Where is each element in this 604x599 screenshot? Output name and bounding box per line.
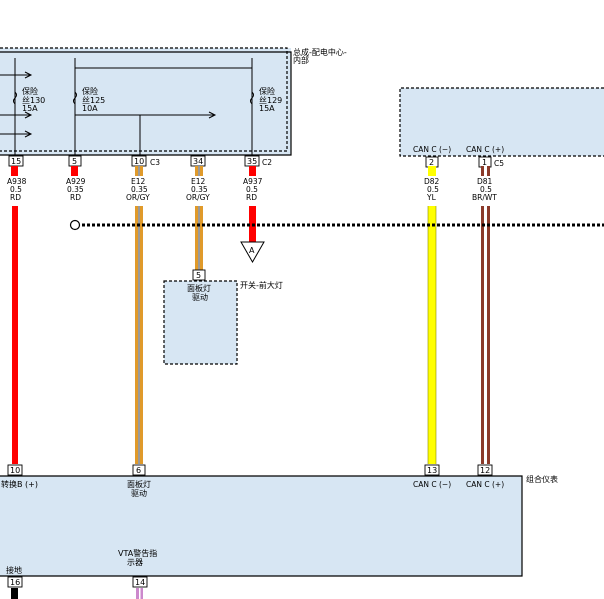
fuse-129: 保险 丝129 15A xyxy=(259,86,282,113)
svg-text:A937: A937 xyxy=(243,177,263,186)
cluster-label-can-plus: CAN C (+) xyxy=(466,480,504,489)
fuse-box-pins: 15 5 10 C3 34 35 C2 xyxy=(8,155,272,167)
switch-pin xyxy=(192,269,206,281)
svg-text:10: 10 xyxy=(134,157,144,166)
svg-text:E12: E12 xyxy=(131,177,146,186)
wire-label-d81: D81 0.5 BR/WT xyxy=(472,177,497,202)
svg-text:5: 5 xyxy=(72,157,77,166)
fuse-box xyxy=(0,48,291,155)
cluster-label-panel-light: 面板灯 xyxy=(127,479,151,489)
svg-text:2: 2 xyxy=(429,158,434,167)
svg-text:0.5: 0.5 xyxy=(10,185,22,194)
svg-text:0.35: 0.35 xyxy=(67,185,84,194)
switch-box xyxy=(164,281,237,364)
svg-text:0.35: 0.35 xyxy=(191,185,208,194)
svg-text:5: 5 xyxy=(196,271,201,280)
svg-text:0.35: 0.35 xyxy=(131,185,148,194)
svg-text:15: 15 xyxy=(11,157,21,166)
cluster-label-vta: VTA警告指 xyxy=(118,548,157,558)
svg-text:驱动: 驱动 xyxy=(131,488,147,498)
cluster-top-pins: 10 6 13 12 xyxy=(7,464,493,476)
svg-text:10A: 10A xyxy=(82,104,98,113)
svg-text:保险: 保险 xyxy=(259,86,275,96)
svg-text:保险: 保险 xyxy=(82,86,98,96)
svg-text:12: 12 xyxy=(480,466,490,475)
cluster-name: 组合仪表 xyxy=(526,474,558,484)
fuse-box-name-2: 内部 xyxy=(293,55,309,65)
ref-a-triangle: A xyxy=(240,241,265,264)
svg-text:14: 14 xyxy=(135,578,145,587)
svg-text:C2: C2 xyxy=(262,158,272,167)
can-module-pins: 2 1 C5 xyxy=(425,156,504,168)
svg-text:34: 34 xyxy=(193,157,203,166)
svg-text:保险: 保险 xyxy=(22,86,38,96)
wire-e12-switch xyxy=(195,166,203,270)
svg-text:C5: C5 xyxy=(494,159,504,168)
svg-text:驱动: 驱动 xyxy=(192,292,208,302)
can-module-label-minus: CAN C (−) xyxy=(413,145,451,154)
svg-text:D82: D82 xyxy=(424,177,440,186)
fuse-130: 保险 丝130 15A xyxy=(22,86,45,113)
switch-inner-label: 面板灯 xyxy=(187,283,211,293)
wire-label-d82: D82 0.5 YL xyxy=(424,177,440,202)
wire-e12-cluster xyxy=(135,166,143,464)
svg-text:OR/GY: OR/GY xyxy=(186,193,210,202)
cluster-label-ground: 接地 xyxy=(6,565,22,575)
can-module-label-plus: CAN C (+) xyxy=(466,145,504,154)
svg-text:YL: YL xyxy=(426,193,437,202)
svg-text:35: 35 xyxy=(247,157,257,166)
fuse-box-name: 总成-配电中心- xyxy=(293,47,347,57)
fuse-125: 保险 丝125 10A xyxy=(82,86,105,113)
wire-label-a929: A929 0.35 RD xyxy=(66,177,86,202)
wire-d82 xyxy=(427,166,437,464)
cluster-bottom-pins: 16 14 xyxy=(7,576,148,588)
svg-text:OR/GY: OR/GY xyxy=(126,193,150,202)
svg-text:A938: A938 xyxy=(7,177,27,186)
svg-text:13: 13 xyxy=(427,466,437,475)
svg-text:15A: 15A xyxy=(22,104,38,113)
cluster-box xyxy=(0,476,522,576)
wire-d81 xyxy=(481,166,490,464)
wire-label-e12-a: E12 0.35 OR/GY xyxy=(126,177,150,202)
svg-text:1: 1 xyxy=(482,158,487,167)
cluster-label-b-plus: 转换B (+) xyxy=(1,479,38,489)
svg-text:BR/WT: BR/WT xyxy=(472,193,497,202)
wire-label-a938: A938 0.5 RD xyxy=(7,177,27,202)
can-module xyxy=(400,88,604,156)
svg-text:RD: RD xyxy=(70,193,81,202)
wire-a937 xyxy=(249,166,256,176)
svg-text:D81: D81 xyxy=(477,177,493,186)
svg-text:示器: 示器 xyxy=(127,558,143,567)
splice-open-circle xyxy=(69,219,81,231)
wire-ground-black xyxy=(11,588,18,599)
wire-a929 xyxy=(71,166,78,176)
svg-text:丝125: 丝125 xyxy=(82,95,105,105)
svg-text:E12: E12 xyxy=(191,177,206,186)
wire-label-e12-b: E12 0.35 OR/GY xyxy=(186,177,210,202)
wire-a938 xyxy=(11,166,18,176)
svg-text:RD: RD xyxy=(246,193,257,202)
svg-text:16: 16 xyxy=(10,578,20,587)
svg-text:A929: A929 xyxy=(66,177,86,186)
wire-label-a937: A937 0.5 RD xyxy=(243,177,263,202)
svg-text:6: 6 xyxy=(136,466,141,475)
svg-text:RD: RD xyxy=(10,193,21,202)
svg-text:0.5: 0.5 xyxy=(427,185,439,194)
svg-text:0.5: 0.5 xyxy=(480,185,492,194)
svg-text:丝130: 丝130 xyxy=(22,95,45,105)
svg-text:15A: 15A xyxy=(259,104,275,113)
svg-text:0.5: 0.5 xyxy=(246,185,258,194)
cluster-label-can-minus: CAN C (−) xyxy=(413,480,451,489)
svg-text:C3: C3 xyxy=(150,158,160,167)
svg-text:10: 10 xyxy=(10,466,20,475)
switch-name: 开关-前大灯 xyxy=(240,280,283,290)
svg-text:丝129: 丝129 xyxy=(259,95,282,105)
svg-text:A: A xyxy=(249,246,255,255)
